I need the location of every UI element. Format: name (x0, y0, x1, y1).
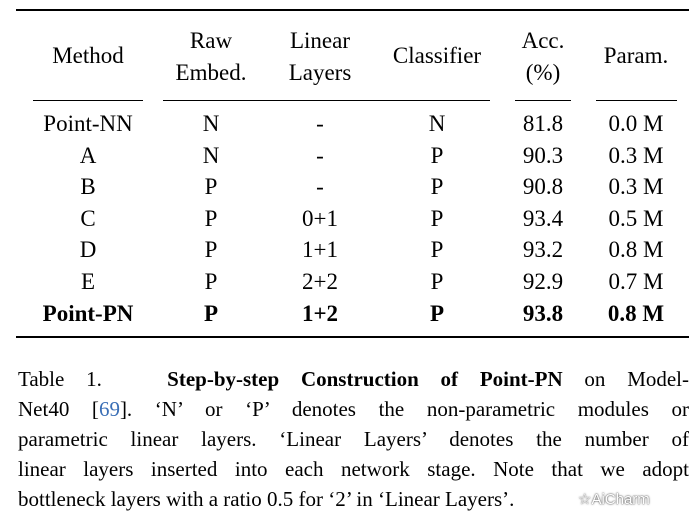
cell-method: Point-NN (43, 111, 133, 136)
cell-method: C (80, 206, 96, 231)
cell-param: 0.3 M (608, 143, 664, 168)
cell-classifier: P (430, 237, 444, 262)
cell-linear-layers: 1+2 (301, 301, 339, 326)
cell-method: B (80, 174, 96, 199)
cell-linear-layers: - (316, 174, 324, 199)
cell-raw-embed: N (202, 111, 220, 136)
caption-line: parametric linear layers. ‘Linear Layers… (18, 427, 689, 451)
cell-classifier: P (430, 269, 444, 294)
cell-raw-embed: P (204, 206, 218, 231)
cell-linear-layers: 0+1 (302, 206, 338, 231)
header-param: Param. (603, 43, 669, 68)
citation-link[interactable]: 69 (98, 397, 120, 421)
header-accuracy: Acc.(%) (521, 28, 565, 85)
cell-linear-layers: - (316, 111, 324, 136)
caption-line: Table 1. Step-by-step Construction of Po… (18, 367, 690, 391)
table-top-rule (16, 9, 689, 11)
cell-raw-embed: P (204, 237, 218, 262)
caption-title: Step-by-step Construction of Point-PN (167, 367, 563, 391)
cell-param: 0.0 M (608, 111, 664, 136)
cell-classifier: N (428, 111, 446, 136)
cell-classifier: P (430, 143, 444, 168)
midrule-param (596, 100, 677, 101)
table-caption: Table 1. Step-by-step Construction of Po… (18, 364, 689, 514)
caption-line: bottleneck layers with a ratio 0.5 for ‘… (18, 487, 515, 511)
cell-method: A (79, 143, 97, 168)
cell-param: 0.8 M (607, 301, 665, 326)
cell-linear-layers: 1+1 (302, 237, 338, 262)
cell-accuracy: 93.8 (522, 301, 564, 326)
midrule-modules (163, 100, 490, 101)
cell-accuracy: 93.4 (522, 206, 564, 231)
cell-raw-embed: N (202, 143, 220, 168)
caption-line: linear layers inserted into each network… (18, 457, 689, 481)
cell-raw-embed: P (204, 174, 218, 199)
cell-method: Point-PN (42, 301, 134, 326)
cell-linear-layers: 2+2 (302, 269, 338, 294)
header-method: Method (52, 43, 124, 68)
table-bottom-rule (16, 336, 689, 338)
cell-raw-embed: P (204, 269, 218, 294)
cell-classifier: P (429, 301, 445, 326)
cell-classifier: P (430, 174, 444, 199)
midrule-method (33, 100, 143, 101)
watermark: ☆AiCharm (578, 491, 650, 508)
cell-method: E (80, 269, 96, 294)
cell-accuracy: 81.8 (522, 111, 564, 136)
caption-line: Net40 [69]. ‘N’ or ‘P’ denotes the non-p… (18, 397, 689, 421)
midrule-accuracy (515, 100, 571, 101)
cell-accuracy: 90.3 (522, 143, 564, 168)
cell-accuracy: 90.8 (522, 174, 564, 199)
cell-classifier: P (430, 206, 444, 231)
cell-param: 0.7 M (608, 269, 664, 294)
cell-accuracy: 93.2 (522, 237, 564, 262)
cell-param: 0.3 M (608, 174, 664, 199)
cell-param: 0.8 M (608, 237, 664, 262)
cell-param: 0.5 M (608, 206, 664, 231)
caption-label: Table 1. (18, 367, 102, 391)
cell-accuracy: 92.9 (522, 269, 564, 294)
cell-raw-embed: P (203, 301, 219, 326)
cell-linear-layers: - (316, 143, 324, 168)
cell-method: D (79, 237, 97, 262)
header-classifier: Classifier (392, 43, 482, 68)
